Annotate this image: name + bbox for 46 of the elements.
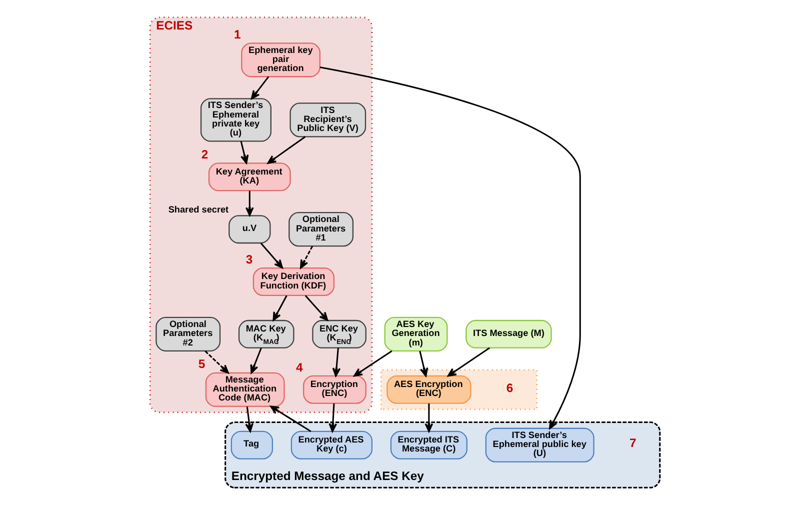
node-label: Shared secret [168, 204, 229, 214]
node-box: Key Agreement (KA) [208, 162, 291, 192]
arrow [320, 66, 581, 430]
arrow [267, 136, 306, 164]
arrow [419, 350, 428, 377]
arrow [240, 141, 249, 164]
arrow [304, 295, 328, 321]
node-box: Optional Parameters #2 [156, 316, 221, 352]
node-box: Encrypted AES Key (c) [290, 430, 373, 460]
node-box: Tag [230, 430, 273, 460]
arrow [245, 406, 254, 432]
node-label: 4 [296, 360, 303, 374]
node-box: Key Derivation Function (KDF) [252, 268, 335, 296]
node-label: 3 [246, 252, 253, 266]
arrow [332, 348, 341, 377]
node-box: ITS Sender’s Ephemeral public key (U) [485, 428, 594, 462]
arrow [354, 350, 392, 377]
node-box: Optional Parameters #1 [288, 212, 354, 247]
arrow [272, 295, 288, 321]
node-label: 1 [234, 27, 241, 42]
node-box: Encryption (ENC) [303, 375, 366, 404]
arrow [260, 242, 283, 268]
node-label: 6 [506, 380, 514, 395]
arrow [300, 246, 314, 269]
node-label: 2 [201, 148, 208, 162]
arrow [250, 348, 262, 374]
arrow [270, 406, 312, 432]
arrow [424, 403, 434, 432]
arrow [447, 347, 490, 377]
node-box: ITS Sender’s Ephemeral private key (u) [200, 98, 272, 142]
arrow [250, 76, 270, 100]
arrow [245, 190, 254, 216]
arrow [204, 350, 229, 374]
node-box: AES Key Generation (m) [384, 316, 448, 352]
node-box: u.V [228, 215, 271, 244]
node-label: 7 [629, 436, 636, 450]
node-box: AES Encryption (ENC) [386, 375, 472, 404]
arrow [328, 403, 338, 432]
node-box: Encrypted ITS Message (C) [390, 430, 468, 460]
node-box: ENC Key (K$_{ENC}$) [312, 320, 366, 348]
node-box: MAC Key (K$_{MAC}$) [238, 320, 294, 348]
node-box: Ephemeral key pair generation [241, 42, 320, 78]
node-label: 5 [198, 357, 206, 372]
node-box: ITS Message (M) [466, 320, 552, 348]
node-box: ITS Recipient’s Public Key (V) [290, 102, 366, 138]
node-box: Message Authentication Code (MAC) [205, 372, 285, 407]
